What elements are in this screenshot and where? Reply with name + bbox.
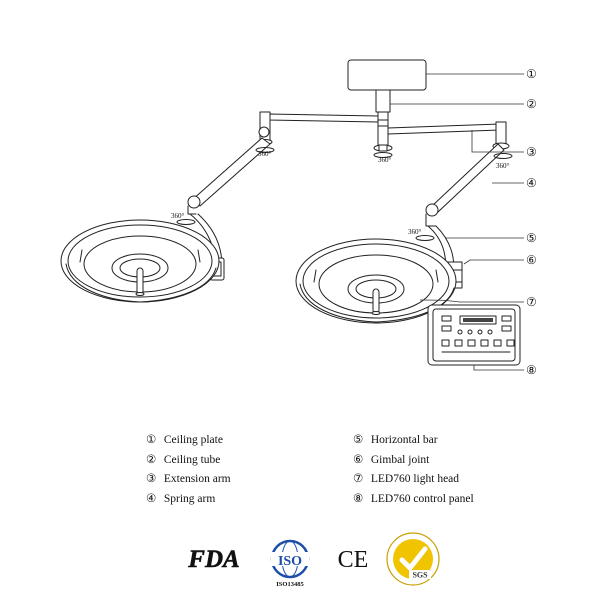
svg-text:SGS: SGS: [412, 571, 428, 580]
fda-logo: FDA: [187, 546, 240, 572]
legend-item: ⑤ Horizontal bar: [353, 431, 474, 451]
iso-logo: ISO ISO13485: [270, 539, 310, 588]
legend-item: ③ Extension arm: [146, 470, 231, 490]
legend-label: Spring arm: [163, 492, 216, 505]
legend-label: Ceiling plate: [163, 434, 223, 446]
legend-number: ⑥: [353, 453, 364, 466]
leader-lines: [390, 73, 524, 371]
legend-item: ⑧ LED760 control panel: [353, 490, 474, 510]
right-light-head: [295, 225, 463, 324]
ceiling-plate: [347, 59, 427, 91]
rotation-label: 360°: [258, 150, 272, 158]
legend-label: LED760 light head: [370, 473, 460, 485]
callout-3: ③: [526, 145, 537, 159]
right-extension-arm: [387, 121, 510, 150]
rotation-label: 360°: [496, 162, 510, 170]
legend-number: ③: [146, 473, 157, 485]
callout-5: ⑤: [526, 231, 537, 245]
legend-item: ② Ceiling tube: [146, 451, 231, 471]
rotation-labels: 360° 360° 360° 360° 360°: [171, 150, 510, 236]
legend-label: Horizontal bar: [370, 434, 438, 446]
callout-8: ⑧: [526, 363, 537, 377]
sgs-logo: SGS: [386, 532, 440, 586]
rotation-label: 360°: [171, 212, 185, 220]
legend-number: ④: [146, 492, 157, 505]
legend-item: ⑦ LED760 light head: [353, 470, 474, 490]
svg-text:CE: CE: [338, 547, 369, 570]
legend-number: ⑧: [353, 492, 364, 505]
rotation-label: 360°: [378, 156, 392, 164]
legend-number: ②: [146, 453, 157, 466]
legend-right-column: ⑤ Horizontal bar ⑥ Gimbal joint ⑦ LED760…: [353, 431, 474, 509]
left-light-head: [60, 213, 225, 303]
legend-item: ① Ceiling plate: [146, 431, 231, 451]
callout-2: ②: [526, 97, 537, 111]
left-extension-arm: [257, 111, 379, 145]
ce-logo: CE: [338, 547, 369, 570]
svg-text:ISO13485: ISO13485: [276, 581, 304, 588]
callout-4: ④: [526, 176, 537, 190]
left-spring-arm: [187, 126, 271, 215]
svg-text:ISO: ISO: [278, 554, 302, 569]
callout-numbers: ① ② ③ ④ ⑤ ⑥ ⑦ ⑧: [526, 67, 537, 377]
check-icon: [399, 546, 428, 571]
surgical-light-diagram: ① ② ③ ④ ⑤ ⑥ ⑦ ⑧ 360° 360° 360° 360° 360°: [60, 59, 537, 377]
svg-text:FDA: FDA: [187, 546, 239, 572]
legend-number: ①: [146, 434, 157, 446]
rotation-label: 360°: [408, 228, 422, 236]
callout-6: ⑥: [526, 253, 537, 267]
legend-item: ⑥ Gimbal joint: [353, 451, 474, 471]
right-spring-arm: [425, 143, 505, 227]
legend-label: Gimbal joint: [370, 453, 430, 466]
legend-label: Extension arm: [163, 473, 231, 485]
callout-1: ①: [526, 67, 537, 81]
control-panel: [427, 304, 521, 366]
legend-number: ⑦: [353, 473, 364, 485]
legend-label: Ceiling tube: [163, 453, 221, 466]
callout-7: ⑦: [526, 295, 537, 309]
legend-item: ④ Spring arm: [146, 490, 231, 510]
legend-left-column: ① Ceiling plate ② Ceiling tube ③ Extensi…: [146, 431, 231, 509]
legend-label: LED760 control panel: [370, 492, 474, 505]
legend-number: ⑤: [353, 434, 364, 446]
center-rotation-joint: [373, 144, 393, 152]
